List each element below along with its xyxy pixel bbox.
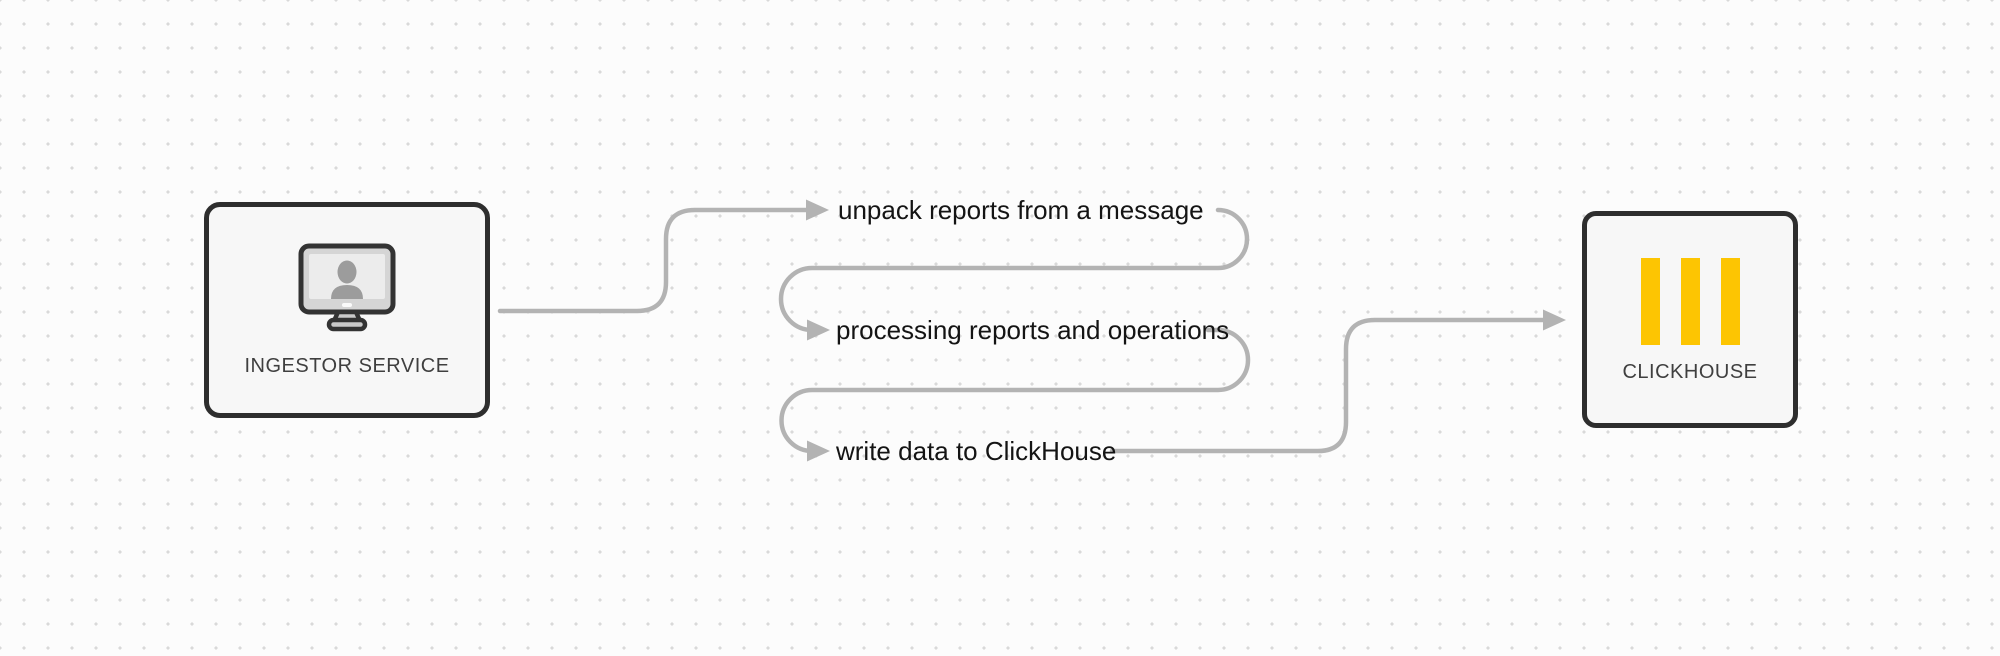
clickhouse-bar <box>1640 257 1660 345</box>
connector-line <box>778 207 1250 333</box>
clickhouse-bars-icon <box>1640 257 1740 345</box>
step-label-processing-reports[interactable]: processing reports and operations <box>836 315 1230 345</box>
node-clickhouse[interactable]: CLICKHOUSE <box>1582 211 1798 428</box>
connector-step2-to-step3 <box>779 327 1251 462</box>
connector-line <box>497 207 809 314</box>
arrowhead-icon <box>807 319 830 341</box>
step-label-write-data[interactable]: write data to ClickHouse <box>836 436 1117 466</box>
arrowhead-icon <box>807 440 830 462</box>
connector-ingestor-to-step1 <box>497 199 829 314</box>
monitor-user-icon <box>295 242 399 339</box>
node-ingestor-label: INGESTOR SERVICE <box>244 355 450 377</box>
connector-step3-to-clickhouse <box>1109 309 1566 454</box>
connector-step1-to-step2 <box>778 207 1250 341</box>
step-label-unpack-reports[interactable]: unpack reports from a message <box>838 195 1204 225</box>
arrowhead-icon <box>806 199 829 221</box>
clickhouse-bar <box>1680 257 1700 345</box>
node-ingestor-service[interactable]: INGESTOR SERVICE <box>204 202 490 418</box>
connector-line <box>1109 317 1546 454</box>
node-clickhouse-label: CLICKHOUSE <box>1622 360 1758 383</box>
clickhouse-bar <box>1720 257 1740 345</box>
connector-line <box>779 327 1251 454</box>
arrowhead-icon <box>1543 309 1566 331</box>
